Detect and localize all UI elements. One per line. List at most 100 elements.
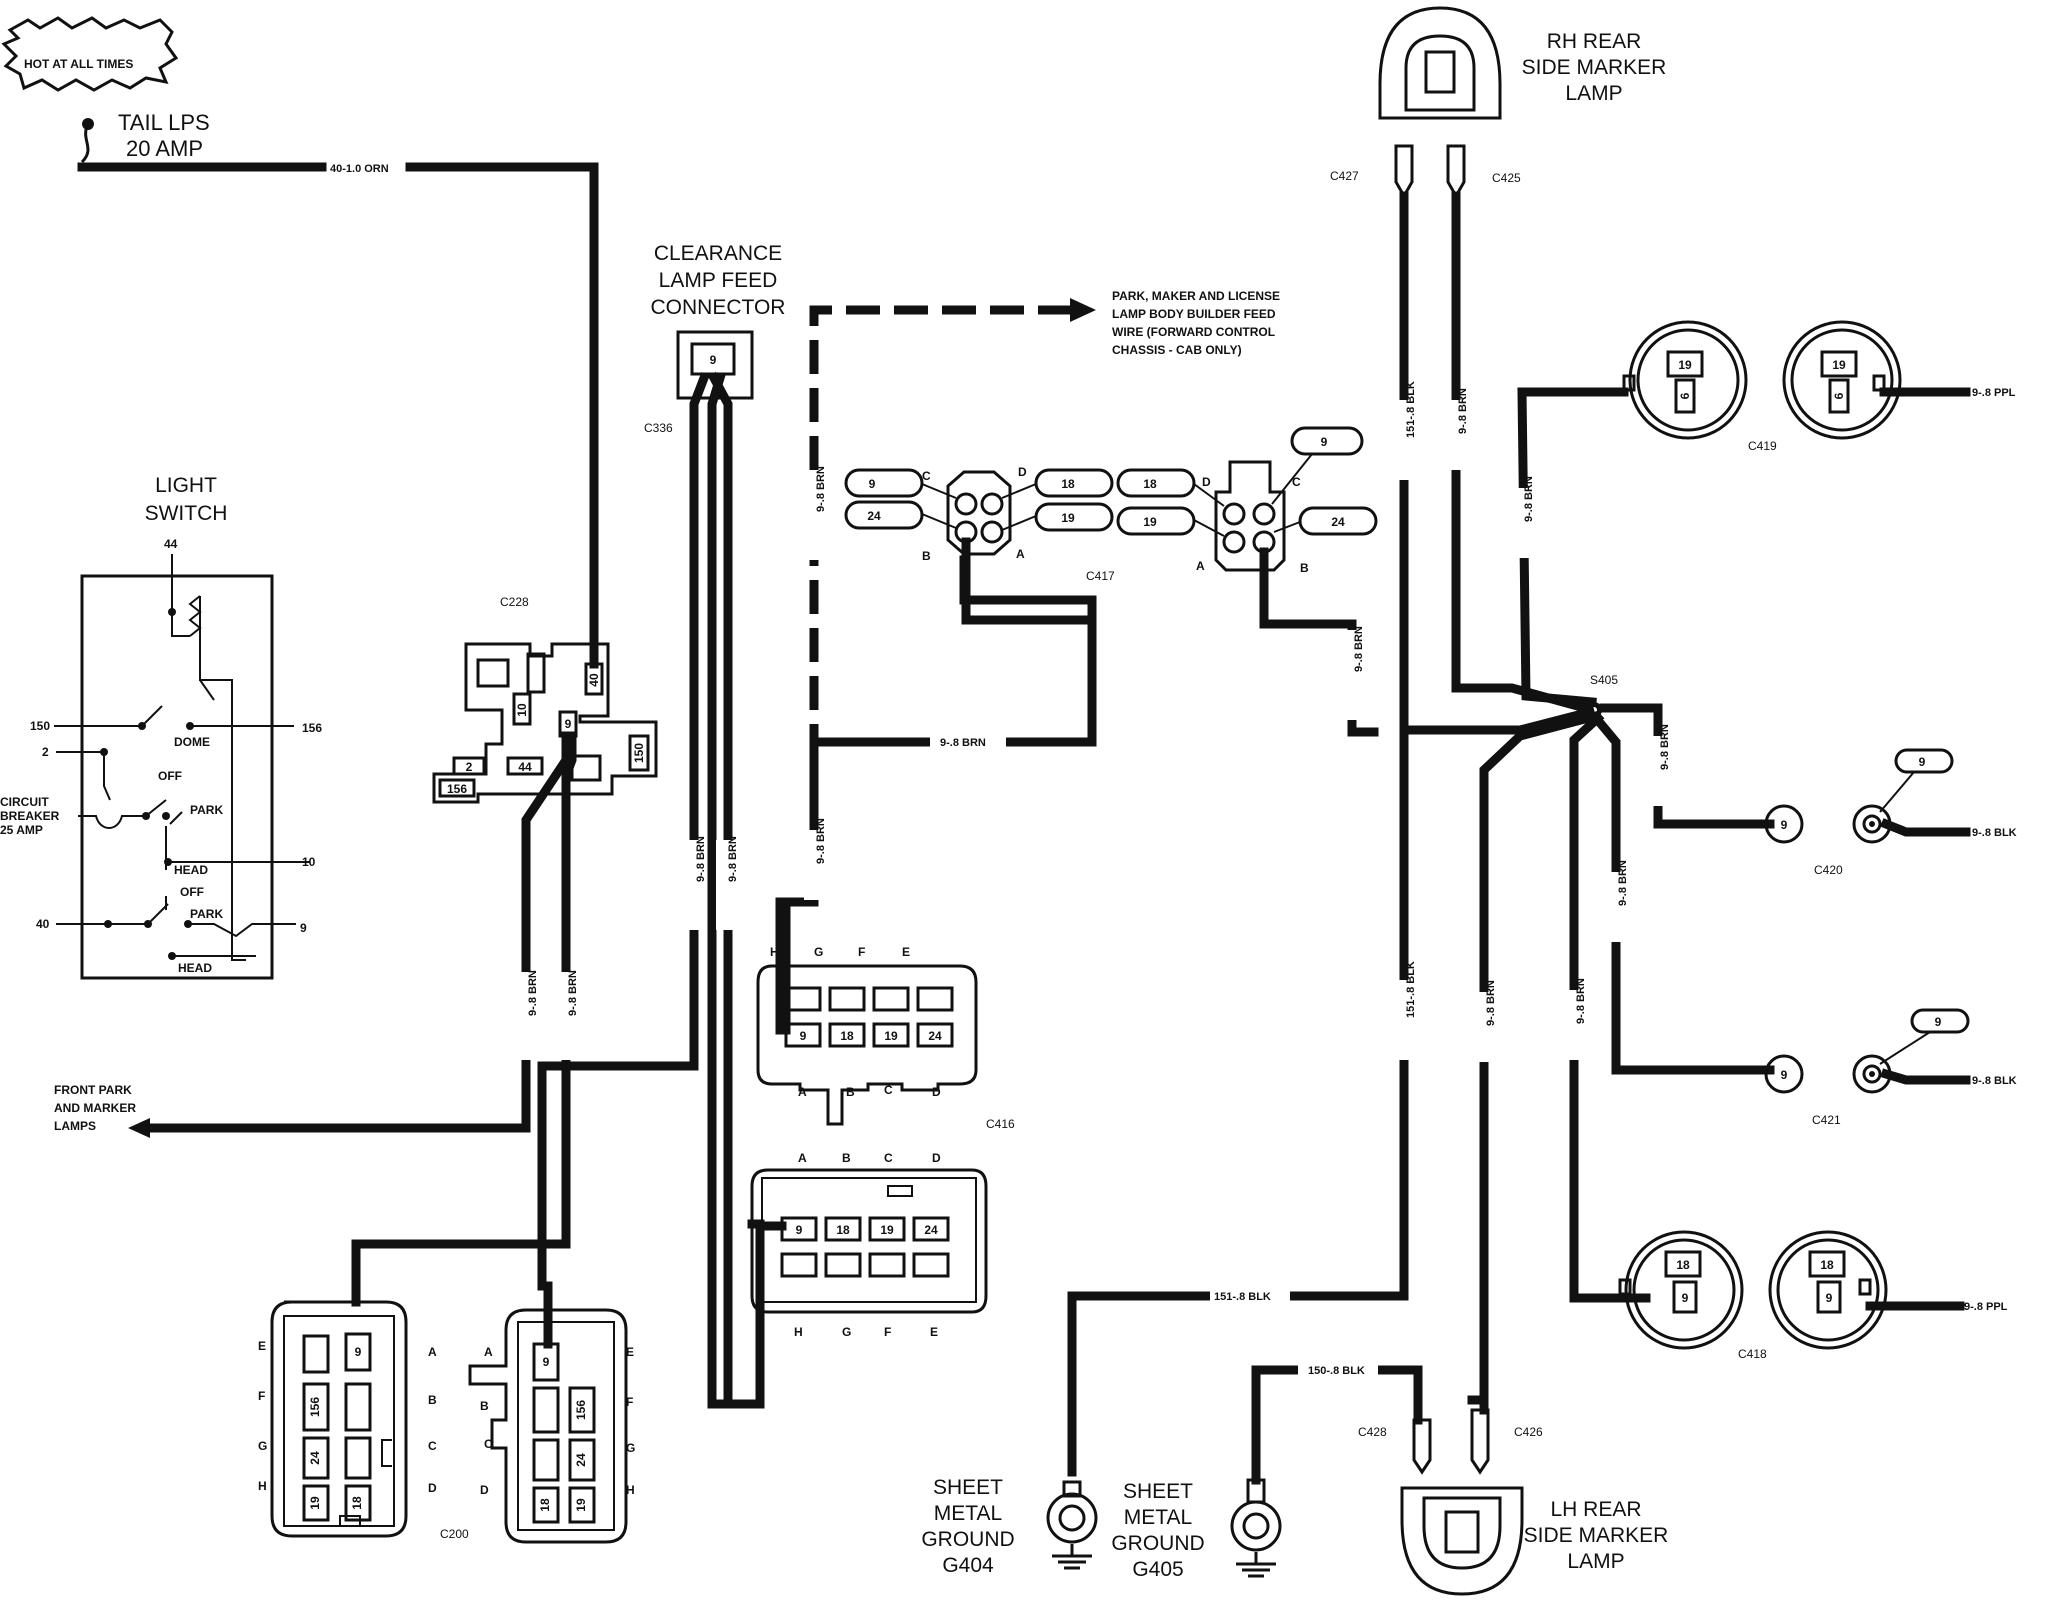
c417-right-c: C: [1292, 475, 1301, 489]
c419-left-6: 6: [1678, 392, 1692, 399]
c200a-out-e: E: [258, 1339, 266, 1353]
c200a-pin-19: 19: [308, 1496, 322, 1510]
label-head-1: HEAD: [174, 863, 208, 877]
c416-pin-9: 9: [800, 1029, 807, 1043]
wire-brn-label-12: 9-.8 BRN: [1575, 978, 1587, 1024]
ground-g405: 150-.8 BLK SHEET METAL GROUND G405: [1111, 1360, 1423, 1581]
terminal-156: 156: [302, 721, 322, 735]
body-builder-line1: PARK, MAKER AND LICENSE: [1112, 289, 1280, 303]
c416b-top-a: A: [798, 1151, 807, 1165]
breaker-line3: 25 AMP: [0, 823, 43, 837]
hot-at-all-times-badge: HOT AT ALL TIMES: [1, 16, 179, 92]
wire-brn-label-11: 9-.8 BRN: [1485, 980, 1497, 1026]
terminal-9: 9: [300, 921, 307, 935]
c416b-bottom-h: H: [794, 1325, 803, 1339]
c200b-pin-24: 24: [574, 1453, 588, 1467]
c200b-in-d: D: [480, 1483, 489, 1497]
wire-brn-label-8: 9-.8 BRN: [1353, 626, 1365, 672]
c416b-pin-19: 19: [880, 1223, 894, 1237]
c418-right-9: 9: [1826, 1291, 1833, 1305]
c200b-out-f: F: [626, 1395, 633, 1409]
c228-pin-2: 2: [466, 760, 473, 774]
light-switch: LIGHT SWITCH 44 150 156 DOME 2 OFF CIRCU…: [0, 474, 322, 980]
c416b-top-c: C: [884, 1151, 893, 1165]
c417-left-pin-9: 9: [869, 477, 876, 491]
light-switch-title-1: LIGHT: [155, 474, 217, 497]
label-off-1: OFF: [158, 769, 182, 783]
fuse-name: TAIL LPS: [118, 110, 210, 135]
c421-pin-9b: 9: [1935, 1015, 1942, 1029]
tail-lps-fuse: TAIL LPS 20 AMP: [80, 110, 210, 164]
breaker-line2: BREAKER: [0, 809, 60, 823]
wire-brn-label-9: 9-.8 BRN: [1457, 388, 1469, 434]
c420-pin-9a: 9: [1781, 818, 1788, 832]
c200a-out-g: G: [258, 1439, 267, 1453]
label-park-2: PARK: [190, 907, 223, 921]
clearance-line2: LAMP FEED: [659, 269, 778, 292]
terminal-2: 2: [42, 745, 49, 759]
wire-brn-label-3: 9-.8 BRN: [695, 836, 707, 882]
rh-marker-line3: LAMP: [1565, 82, 1622, 105]
c420-label: C420: [1814, 863, 1843, 877]
wire-blk151-label-1: 151-.8 BLK: [1405, 381, 1417, 438]
c417-left-pin-18: 18: [1061, 477, 1075, 491]
light-switch-title-2: SWITCH: [145, 502, 228, 525]
clearance-line1: CLEARANCE: [654, 242, 782, 265]
c200b-in-c: C: [484, 1437, 493, 1451]
c416b-pin-18: 18: [836, 1223, 850, 1237]
connector-c419: 19 6 19 6 9-.8 PPL C419: [1622, 320, 2016, 453]
front-park-line2: AND MARKER: [54, 1101, 136, 1115]
wire-brn-label-14: 9-.8 BRN: [1659, 724, 1671, 770]
label-dome: DOME: [174, 735, 210, 749]
rh-rear-side-marker-lamp: RH REAR SIDE MARKER LAMP C427 C425 151-.…: [1067, 6, 1667, 1409]
c416-top-g: G: [814, 945, 823, 959]
lh-marker-line2: SIDE MARKER: [1524, 1524, 1669, 1547]
connector-c200: 9 156 24 19 18 E F G H A B C D 9 156 24 …: [258, 1207, 635, 1544]
c200b-pin-19: 19: [574, 1498, 588, 1512]
c200b-out-g: G: [626, 1441, 635, 1455]
c417-left-d: D: [1018, 465, 1027, 479]
c416b-bottom-f: F: [884, 1325, 891, 1339]
c420-pin-9b: 9: [1919, 755, 1926, 769]
wire-orn-label: 40-1.0 ORN: [330, 163, 389, 175]
c200-label: C200: [440, 1527, 469, 1541]
g405-line2: METAL: [1124, 1506, 1192, 1529]
connector-c421: 9 9 9-.8 BLK C421: [1764, 1008, 2017, 1127]
c416-bottom-a: A: [798, 1085, 807, 1099]
c200a-pin-9: 9: [355, 1345, 362, 1359]
g404-line1: SHEET: [933, 1476, 1003, 1499]
c416-top-e: E: [902, 945, 910, 959]
wire-blk9-label-2: 9-.8 BLK: [1972, 1075, 2017, 1087]
c416-pin-24: 24: [928, 1029, 942, 1043]
c228-pin-156: 156: [447, 782, 467, 796]
c200a-in-b: B: [428, 1393, 437, 1407]
c200a-out-f: F: [258, 1389, 265, 1403]
wire-blk151-label-3: 151-.8 BLK: [1214, 1291, 1271, 1303]
c228-pin-40: 40: [587, 673, 601, 687]
c200b-pin-18: 18: [538, 1498, 552, 1512]
c228-pin-150: 150: [632, 743, 646, 763]
c336-label: C336: [644, 421, 673, 435]
wire-ppl-label-1: 9-.8 PPL: [1972, 387, 2016, 399]
c417-left-pin-19: 19: [1061, 511, 1075, 525]
c228-label: C228: [500, 595, 529, 609]
terminal-44: 44: [164, 537, 178, 551]
wire-brn-label-7: 9-.8 BRN: [815, 818, 827, 864]
c200a-in-c: C: [428, 1439, 437, 1453]
c417-left-pin-24: 24: [867, 509, 881, 523]
c419-left-19: 19: [1678, 358, 1692, 372]
rh-marker-line1: RH REAR: [1547, 30, 1642, 53]
c418-right-18: 18: [1820, 1258, 1834, 1272]
terminal-40: 40: [36, 917, 50, 931]
c200b-in-a: A: [484, 1345, 493, 1359]
label-park-1: PARK: [190, 803, 223, 817]
c418-left-9: 9: [1682, 1291, 1689, 1305]
rh-marker-line2: SIDE MARKER: [1522, 56, 1667, 79]
c417-right-a: A: [1196, 559, 1205, 573]
connector-c416: H G F E 9 18 19 24 A B C D C416 A B C D …: [750, 897, 1015, 1409]
label-head-2: HEAD: [178, 961, 212, 975]
wire-brn-label-13: 9-.8 BRN: [1617, 860, 1629, 906]
c200a-in-d: D: [428, 1481, 437, 1495]
wire-ppl-label-2: 9-.8 PPL: [1964, 1301, 2008, 1313]
lh-marker-line1: LH REAR: [1550, 1498, 1641, 1521]
